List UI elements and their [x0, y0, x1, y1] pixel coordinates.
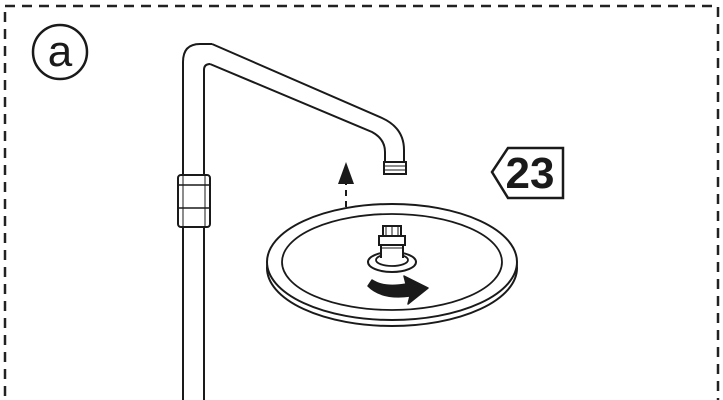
clockwise-arrow-icon: [367, 275, 429, 305]
reference-tag: 23: [490, 146, 565, 200]
dashed-frame: [3, 4, 720, 400]
step-badge-circle: [31, 23, 89, 81]
step-badge: a: [31, 23, 89, 81]
step-label: a: [48, 27, 73, 76]
reference-number: 23: [506, 149, 555, 198]
shower-head: [266, 203, 518, 327]
shower-riser: [182, 43, 407, 400]
riser-bracket: [177, 174, 211, 228]
